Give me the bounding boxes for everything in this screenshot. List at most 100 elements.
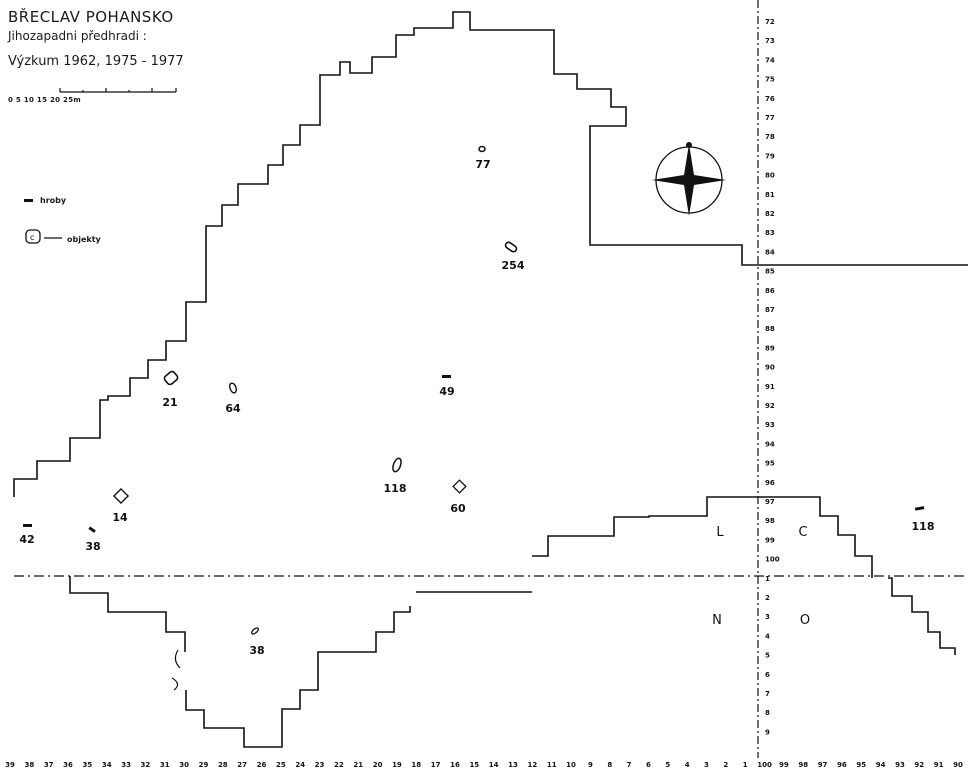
- feature-label: 14: [112, 511, 128, 524]
- feature-118-symbol: [392, 457, 402, 473]
- feature-42-symbol: [23, 524, 32, 527]
- grid-row-number: 79: [765, 152, 775, 160]
- grid-row-number: 3: [765, 613, 770, 621]
- grid-row-number: 85: [765, 268, 775, 276]
- grid-row-number: 92: [765, 402, 775, 410]
- feature-label: 49: [439, 385, 454, 398]
- grid-column-number: 13: [508, 761, 518, 769]
- grid-column-number: 14: [489, 761, 499, 769]
- grid-row-number: 78: [765, 133, 775, 141]
- grid-column-number: 18: [411, 761, 421, 769]
- grid-row-number: 72: [765, 18, 775, 26]
- grid-column-number: 35: [83, 761, 93, 769]
- grid-row-number: 8: [765, 709, 770, 717]
- feature-77-symbol: [478, 145, 486, 153]
- grid-column-number: 7: [627, 761, 632, 769]
- grid-column-number: 96: [837, 761, 847, 769]
- feature-118-grave-symbol: [914, 506, 925, 511]
- grid-row-number: 89: [765, 344, 775, 352]
- grid-row-number: 96: [765, 479, 775, 487]
- feature-64-symbol: [229, 382, 237, 394]
- research-years: Výzkum 1962, 1975 - 1977: [8, 54, 184, 69]
- object-legend-symbol: [25, 229, 41, 244]
- grid-column-number: 95: [856, 761, 866, 769]
- grid-column-number: 25: [276, 761, 286, 769]
- grid-row-number: 97: [765, 498, 775, 506]
- grid-column-number: 4: [685, 761, 690, 769]
- grid-row-number: 94: [765, 440, 775, 448]
- map-title: BŘECLAV POHANSKO: [8, 8, 174, 26]
- grid-row-number: 82: [765, 210, 775, 218]
- grid-column-number: 92: [914, 761, 924, 769]
- grid-column-number: 6: [646, 761, 651, 769]
- excavation-outline-lower-right: [888, 577, 956, 655]
- grid-column-number: 100: [757, 761, 772, 769]
- grid-row-number: 80: [765, 172, 775, 180]
- vertical-grid-numbers: 7273747576777879808182838485868788899091…: [765, 18, 780, 736]
- grid-column-number: 33: [121, 761, 131, 769]
- feature-49-symbol: [442, 375, 451, 378]
- feature-38-grave-symbol: [88, 526, 96, 533]
- grid-column-number: 39: [5, 761, 15, 769]
- grid-column-number: 34: [102, 761, 112, 769]
- grid-column-number: 21: [353, 761, 363, 769]
- feature-14-symbol: [112, 487, 130, 505]
- grid-column-number: 38: [24, 761, 34, 769]
- grid-row-number: 73: [765, 37, 775, 45]
- grid-column-number: 32: [141, 761, 151, 769]
- grid-column-number: 24: [295, 761, 305, 769]
- grid-column-number: 91: [934, 761, 944, 769]
- feature-label: 42: [19, 533, 34, 546]
- quadrant-label-n: N: [712, 613, 722, 628]
- scale-bar: [59, 88, 177, 93]
- grid-column-number: 93: [895, 761, 905, 769]
- grid-column-number: 9: [588, 761, 593, 769]
- grid-column-number: 8: [607, 761, 612, 769]
- grid-column-number: 28: [218, 761, 228, 769]
- grid-column-number: 31: [160, 761, 170, 769]
- feature-254-symbol: [504, 241, 518, 253]
- grid-column-number: 23: [315, 761, 325, 769]
- grid-column-number: 1: [743, 761, 748, 769]
- grid-row-number: 88: [765, 325, 775, 333]
- grid-row-number: 95: [765, 460, 775, 468]
- grid-row-number: 83: [765, 229, 775, 237]
- grid-row-number: 5: [765, 652, 770, 660]
- excavation-outline-lower: [69, 576, 532, 748]
- excavation-outline-right: [532, 496, 873, 578]
- grid-row-number: 6: [765, 671, 770, 679]
- grid-column-number: 94: [876, 761, 886, 769]
- quadrant-label-o: O: [800, 613, 810, 628]
- feature-21-symbol: [163, 370, 179, 386]
- feature-label: 254: [502, 259, 525, 272]
- grid-row-number: 81: [765, 191, 775, 199]
- grid-column-number: 12: [527, 761, 537, 769]
- feature-label: 118: [384, 482, 407, 495]
- grid-column-number: 90: [953, 761, 963, 769]
- grave-legend-symbol: [24, 199, 33, 202]
- feature-60-symbol: [452, 479, 467, 494]
- grid-column-number: 29: [199, 761, 209, 769]
- feature-label: 60: [450, 502, 466, 515]
- grid-row-number: 75: [765, 76, 775, 84]
- feature-label: 38: [85, 540, 100, 553]
- grid-row-number: 4: [765, 632, 770, 640]
- feature-38-object-symbol: [251, 627, 259, 635]
- compass-rose-icon: [652, 142, 726, 216]
- grid-column-number: 27: [237, 761, 247, 769]
- map-subtitle: Jihozapadni předhradi :: [8, 29, 147, 43]
- grid-row-number: 1: [765, 575, 770, 583]
- grid-column-number: 19: [392, 761, 402, 769]
- quadrant-label-l: L: [716, 525, 724, 540]
- feature-label: 38: [249, 644, 264, 657]
- grid-column-number: 15: [469, 761, 479, 769]
- grid-row-number: 74: [765, 56, 775, 64]
- grid-row-number: 100: [765, 556, 780, 564]
- grid-row-number: 7: [765, 690, 770, 698]
- grid-column-number: 26: [257, 761, 267, 769]
- irregular-edge: [171, 649, 181, 691]
- quadrant-label-c: C: [798, 525, 807, 540]
- grid-row-number: 87: [765, 306, 775, 314]
